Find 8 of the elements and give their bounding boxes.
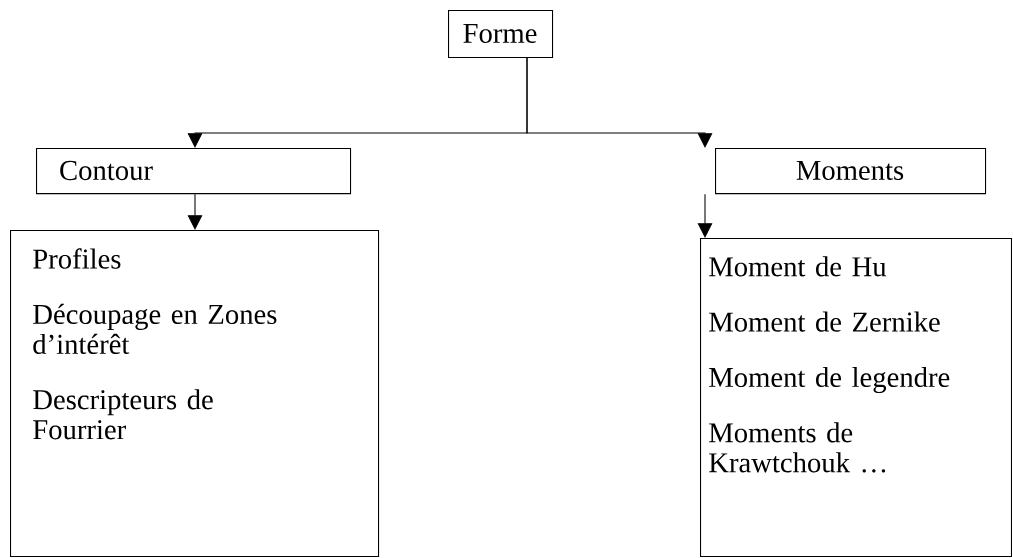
list-box: Profiles Découpage en Zones d’intérêt Descripteurs de Fourrier	[10, 230, 380, 558]
arrow	[187, 193, 203, 230]
label-box: Forme	[448, 10, 554, 58]
label-box: Contour	[36, 148, 352, 195]
arrow	[526, 57, 713, 148]
list-box: Moment de Hu Moment de Zernike Moment de legendre Moments de Krawtchouk …	[700, 238, 1012, 558]
arrow	[697, 193, 713, 238]
label-box: Moments	[715, 148, 987, 195]
